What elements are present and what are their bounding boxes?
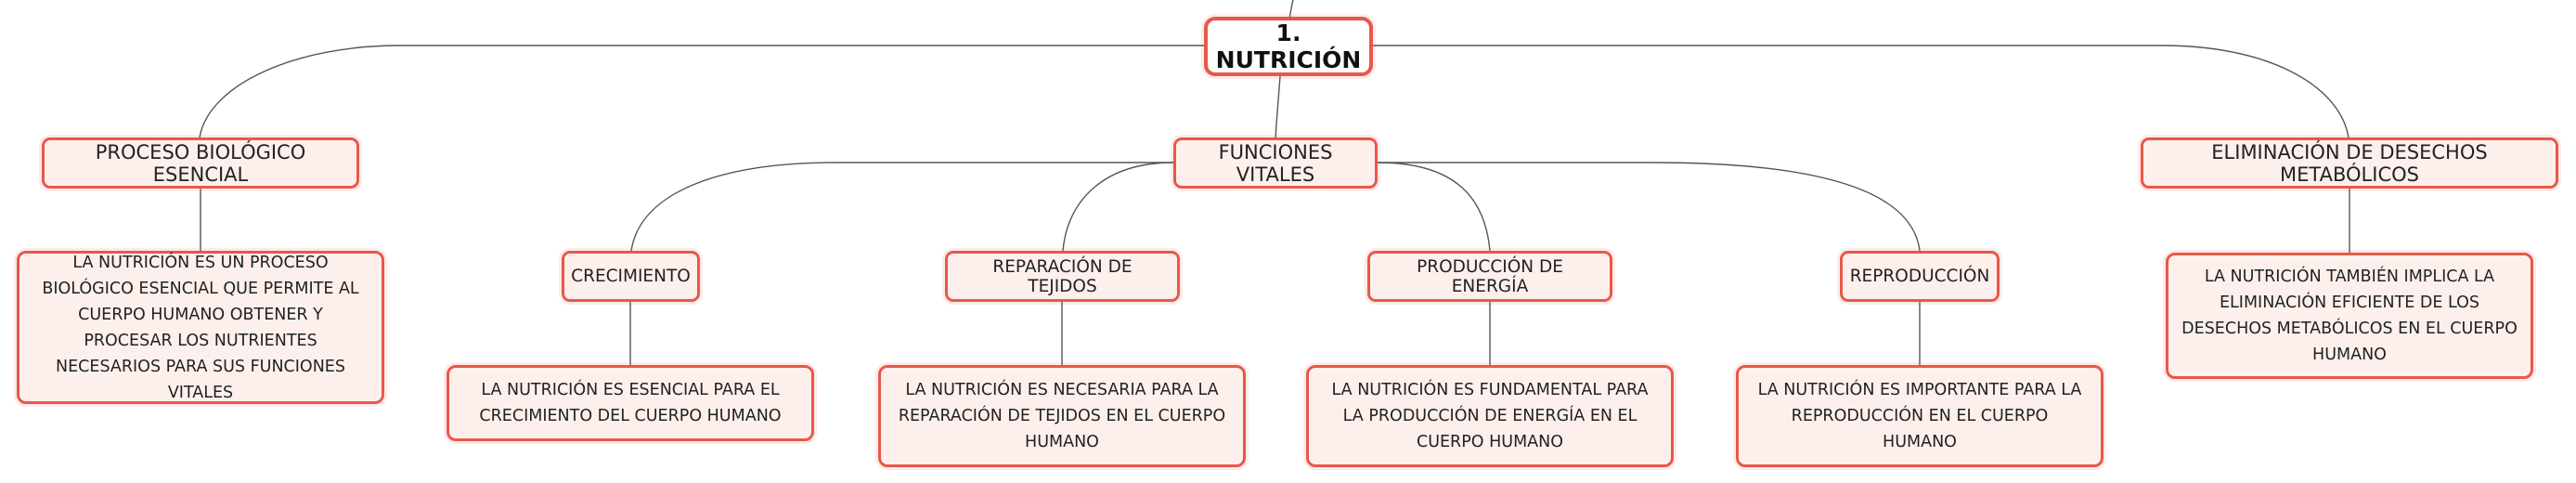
- detail-crecimiento-text: LA NUTRICIÓN ES ESENCIAL PARA EL CRECIMI…: [479, 381, 782, 425]
- topic-eliminacion-desechos[interactable]: ELIMINACIÓN DE DESECHOS METABÓLICOS: [2141, 137, 2558, 189]
- subtopic-crecimiento-label: CRECIMIENTO: [571, 267, 691, 286]
- subtopic-crecimiento[interactable]: CRECIMIENTO: [562, 251, 700, 302]
- connector-root-funciones: [1275, 75, 1281, 140]
- subtopic-produccion-label: PRODUCCIÓN DE ENERGÍA: [1417, 256, 1563, 296]
- detail-proceso-text: LA NUTRICIÓN ES UN PROCESO BIOLÓGICO ESE…: [42, 253, 359, 402]
- topic-eliminacion-label: ELIMINACIÓN DE DESECHOS METABÓLICOS: [2211, 140, 2488, 186]
- topic-proceso-label: PROCESO BIOLÓGICO ESENCIAL: [95, 140, 306, 186]
- connector-funciones-reproduccion: [1378, 162, 1921, 252]
- connector-root-eliminacion: [1373, 45, 2349, 138]
- detail-eliminacion-text: LA NUTRICIÓN TAMBIÉN IMPLICA LA ELIMINAC…: [2181, 268, 2518, 364]
- detail-reparacion-text: LA NUTRICIÓN ES NECESARIA PARA LA REPARA…: [898, 381, 1226, 451]
- topic-proceso-biologico[interactable]: PROCESO BIOLÓGICO ESENCIAL: [42, 137, 359, 189]
- detail-produccion-energia[interactable]: LA NUTRICIÓN ES FUNDAMENTAL PARA LA PROD…: [1306, 365, 1674, 467]
- connector-root-proceso: [199, 45, 1204, 138]
- detail-reproduccion[interactable]: LA NUTRICIÓN ES IMPORTANTE PARA LA REPRO…: [1736, 365, 2104, 467]
- subtopic-reproduccion[interactable]: REPRODUCCIÓN: [1840, 251, 2000, 302]
- subtopic-reproduccion-label: REPRODUCCIÓN: [1849, 267, 1990, 286]
- subtopic-reparacion-tejidos[interactable]: REPARACIÓN DE TEJIDOS: [945, 251, 1180, 302]
- detail-crecimiento[interactable]: LA NUTRICIÓN ES ESENCIAL PARA EL CRECIMI…: [447, 365, 814, 441]
- connector-parent-root: [1288, 0, 1294, 20]
- topic-funciones-label: FUNCIONES VITALES: [1218, 140, 1333, 186]
- detail-eliminacion-desechos[interactable]: LA NUTRICIÓN TAMBIÉN IMPLICA LA ELIMINAC…: [2166, 253, 2533, 379]
- detail-reparacion-tejidos[interactable]: LA NUTRICIÓN ES NECESARIA PARA LA REPARA…: [878, 365, 1246, 467]
- root-node[interactable]: 1. NUTRICIÓN: [1204, 17, 1373, 76]
- root-label: 1. NUTRICIÓN: [1215, 20, 1362, 73]
- connector-funciones-reparacion: [1062, 162, 1174, 252]
- connector-funciones-produccion: [1377, 162, 1491, 252]
- detail-proceso-biologico[interactable]: LA NUTRICIÓN ES UN PROCESO BIOLÓGICO ESE…: [17, 251, 384, 404]
- detail-reproduccion-text: LA NUTRICIÓN ES IMPORTANTE PARA LA REPRO…: [1757, 381, 2082, 451]
- subtopic-produccion-energia[interactable]: PRODUCCIÓN DE ENERGÍA: [1367, 251, 1612, 302]
- detail-produccion-text: LA NUTRICIÓN ES FUNDAMENTAL PARA LA PROD…: [1331, 381, 1649, 451]
- subtopic-reparacion-label: REPARACIÓN DE TEJIDOS: [992, 256, 1133, 296]
- connector-funciones-crecimiento: [630, 162, 1173, 252]
- topic-funciones-vitales[interactable]: FUNCIONES VITALES: [1173, 137, 1378, 189]
